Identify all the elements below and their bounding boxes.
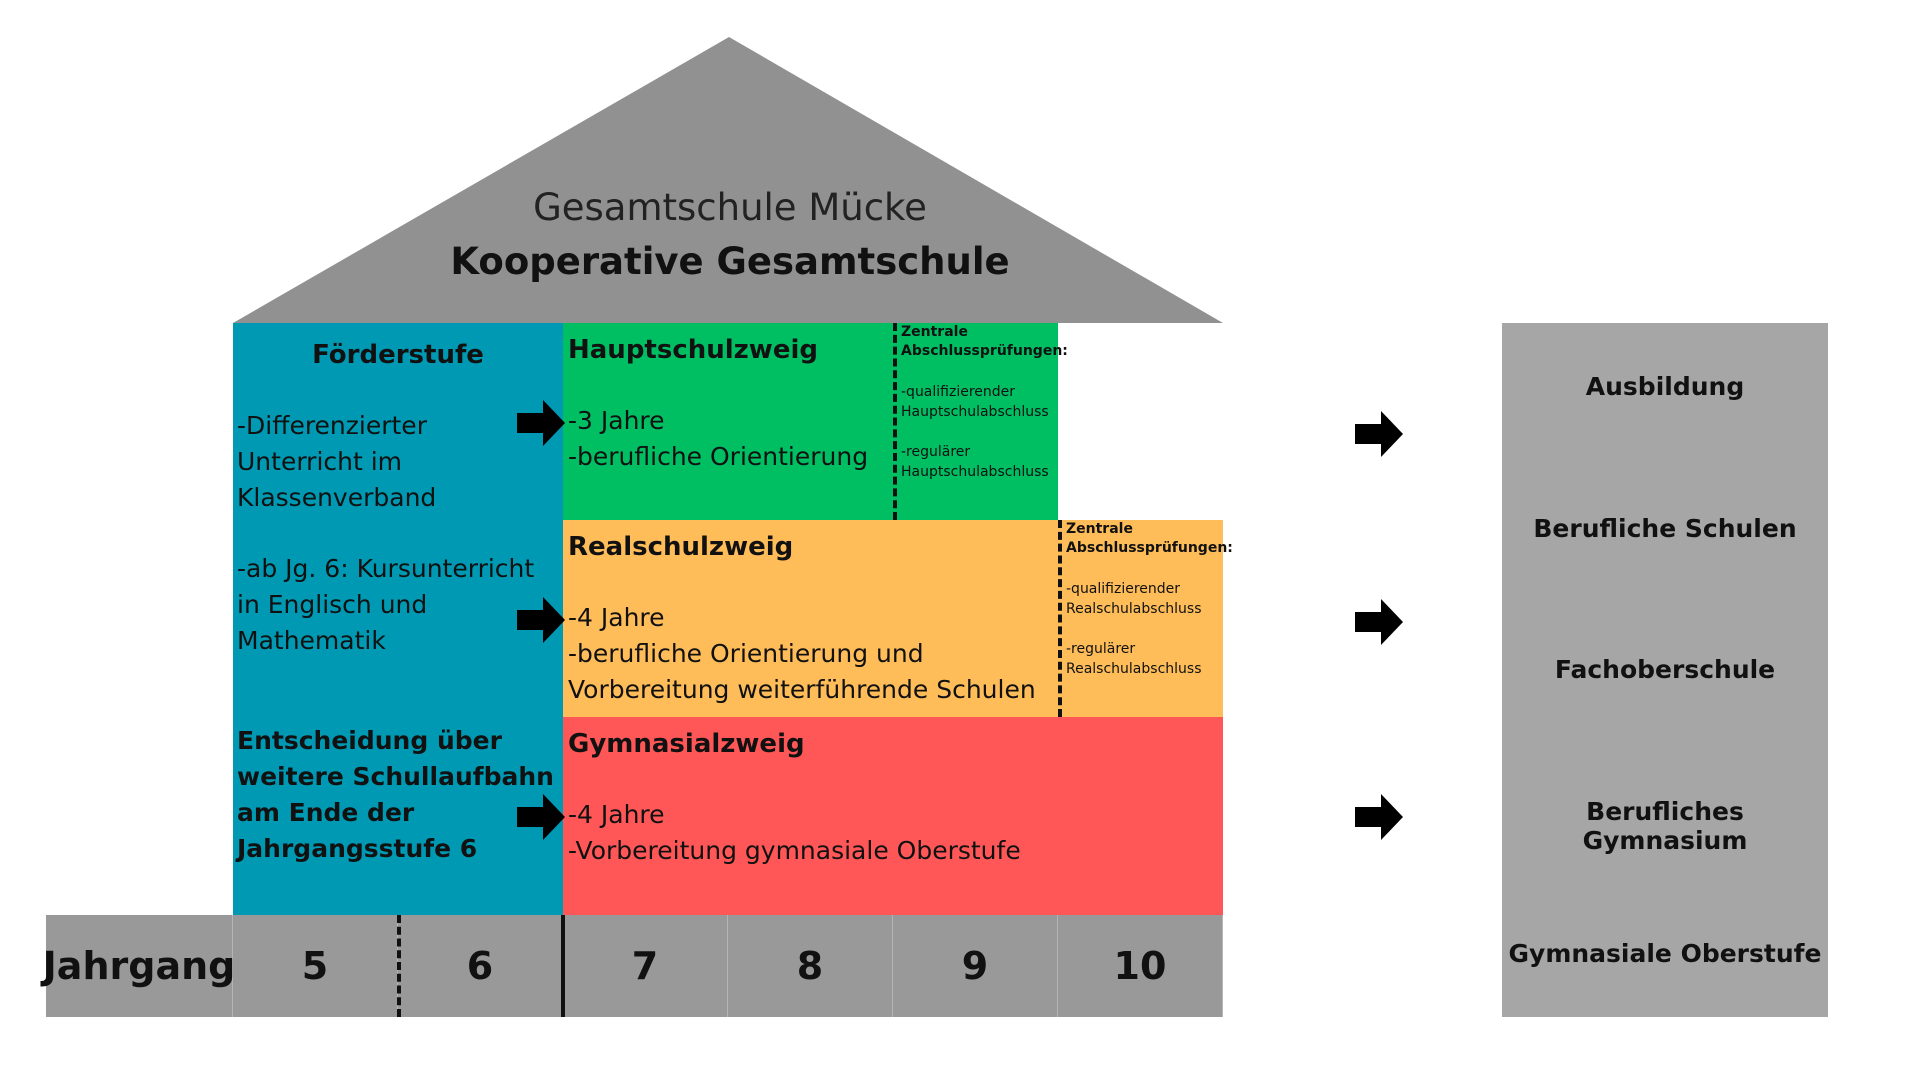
year-5: 5 [233, 915, 398, 1017]
foerderstufe-line2: Unterricht im [237, 447, 403, 476]
foerderstufe-line4: -ab Jg. 6: Kursunterricht [237, 554, 535, 583]
haupt-exam-title2: Abschlussprüfungen: [901, 343, 1068, 359]
destinations-box [1502, 323, 1828, 1017]
realschulzweig-line3: Vorbereitung weiterführende Schulen [568, 675, 1036, 704]
gymnasialzweig-title: Gymnasialzweig [568, 729, 805, 759]
year-10: 10 [1058, 915, 1223, 1017]
destination-ausbildung: Ausbildung [1585, 372, 1745, 401]
gymnasialzweig-line2: -Vorbereitung gymnasiale Oberstufe [568, 836, 1021, 865]
hauptschul-exam-divider [893, 323, 897, 520]
roof-triangle [233, 37, 1223, 323]
haupt-exam2a: -regulärer [901, 444, 971, 460]
school-type: Kooperative Gesamtschule [450, 240, 1010, 283]
arrow-right-icon [1355, 599, 1403, 645]
foerderstufe-line3: Klassenverband [237, 483, 437, 512]
year-8: 8 [728, 915, 893, 1017]
real-exam1b: Realschulabschluss [1066, 601, 1202, 617]
decision-line1: Entscheidung über [237, 726, 502, 755]
arrow-right-icon [1355, 794, 1403, 840]
foerderstufe-title: Förderstufe [312, 340, 484, 370]
foerderstufe-line6: Mathematik [237, 626, 386, 655]
hauptschulzweig-title: Hauptschulzweig [568, 335, 818, 365]
year-6-7-divider [561, 915, 565, 1017]
destination-berufliches-gymnasium: Berufliches Gymnasium [1582, 797, 1748, 855]
real-exam2a: -regulärer [1066, 641, 1136, 657]
roof-shape [233, 37, 1223, 323]
hauptschulzweig-block: Hauptschulzweig -3 Jahre -berufliche Ori… [563, 323, 1068, 520]
decision-line3: am Ende der [237, 798, 415, 827]
year-5-6-divider [397, 915, 401, 1017]
real-exam1a: -qualifizierender [1066, 581, 1181, 597]
realschulzweig-line1: -4 Jahre [568, 603, 665, 632]
real-exam-title1: Zentrale [1066, 521, 1133, 537]
haupt-exam1b: Hauptschulabschluss [901, 404, 1049, 420]
school-name: Gesamtschule Mücke [533, 186, 927, 229]
realschul-exam-divider [1058, 520, 1062, 717]
real-exam-title2: Abschlussprüfungen: [1066, 540, 1233, 556]
arrow-right-icon [517, 597, 565, 643]
gymnasialzweig-line1: -4 Jahre [568, 800, 665, 829]
year-label: Jahrgang [43, 915, 235, 1017]
real-exam2b: Realschulabschluss [1066, 661, 1202, 677]
haupt-exam2b: Hauptschulabschluss [901, 464, 1049, 480]
realschulzweig-block: Realschulzweig -4 Jahre -berufliche Orie… [563, 520, 1233, 717]
realschulzweig-title: Realschulzweig [568, 532, 794, 562]
foerderstufe-line5: in Englisch und [237, 590, 428, 619]
haupt-exam1a: -qualifizierender [901, 384, 1016, 400]
destination-berufliche-schulen: Berufliche Schulen [1533, 514, 1797, 543]
hauptschulzweig-line1: -3 Jahre [568, 406, 665, 435]
arrow-right-icon [517, 794, 565, 840]
year-6: 6 [398, 915, 563, 1017]
year-7: 7 [563, 915, 728, 1017]
foerderstufe-block: Förderstufe -Differenzierter Unterricht … [233, 323, 563, 915]
gymnasialzweig-block: Gymnasialzweig -4 Jahre -Vorbereitung gy… [563, 717, 1223, 915]
foerderstufe-line1: -Differenzierter [237, 411, 427, 440]
decision-line2: weitere Schullaufbahn [237, 762, 554, 791]
arrow-right-icon [1355, 411, 1403, 457]
year-9: 9 [893, 915, 1058, 1017]
destination-fachoberschule: Fachoberschule [1554, 655, 1776, 684]
arrow-right-icon [517, 400, 565, 446]
hauptschulzweig-line2: -berufliche Orientierung [568, 442, 869, 471]
realschulzweig-line2: -berufliche Orientierung und [568, 639, 924, 668]
decision-line4: Jahrgangsstufe 6 [237, 834, 478, 863]
destination-gymnasiale-oberstufe: Gymnasiale Oberstufe [1508, 939, 1822, 968]
haupt-exam-title1: Zentrale [901, 324, 968, 340]
